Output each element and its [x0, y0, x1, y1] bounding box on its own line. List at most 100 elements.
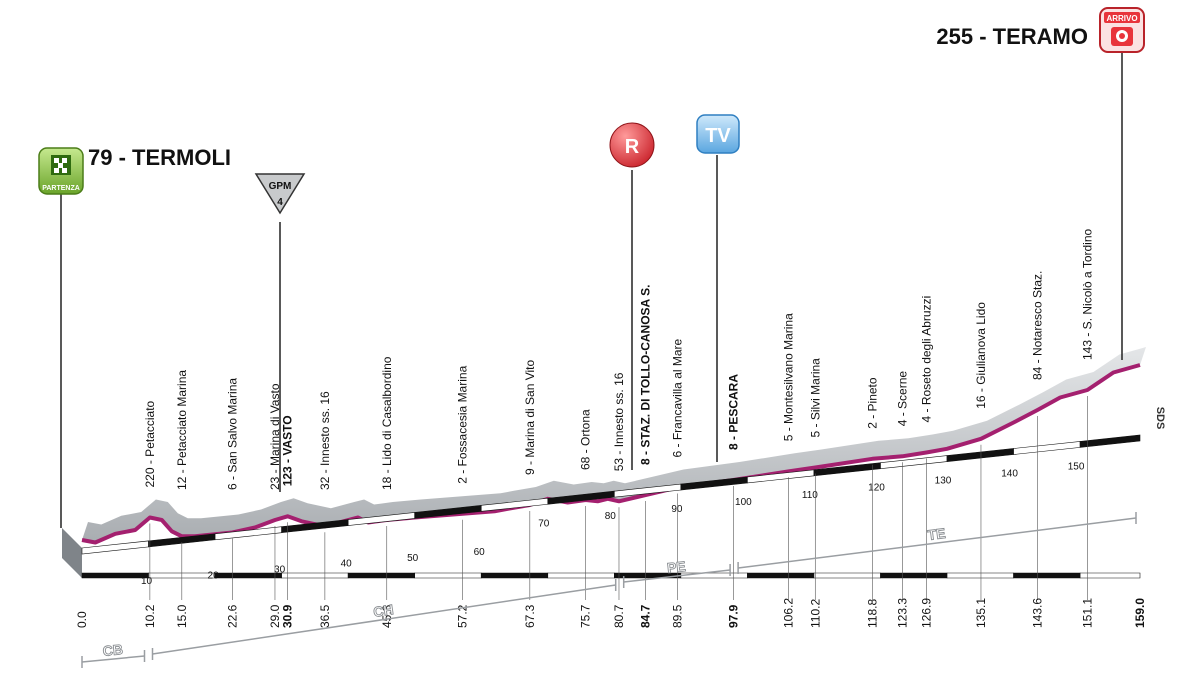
x-tick-label: 140: [1001, 469, 1018, 480]
place-name: 84 - Notaresco Staz.: [1031, 271, 1045, 380]
place-name: 6 - Francavilla al Mare: [671, 338, 685, 457]
start-label: 79 - TERMOLI: [88, 145, 231, 170]
start-marker: PARTENZA 79 - TERMOLI: [38, 145, 231, 528]
scale-segment-lower: [813, 572, 881, 579]
refreshment-ball: [609, 122, 655, 168]
place-km: 67.3: [523, 604, 537, 628]
place-km: 110.2: [808, 599, 822, 628]
start-badge: PARTENZA: [38, 147, 84, 195]
gpm-category: 4: [277, 197, 283, 208]
place-name: 4 - Roseto degli Abruzzi: [919, 296, 933, 423]
finish-badge-text: ARRIVO: [1106, 14, 1137, 23]
finish-marker: ARRIVO 255 - TERAMO: [936, 7, 1145, 360]
place-km: 75.7: [579, 604, 593, 628]
place-name: 4 - Scerne: [895, 371, 909, 427]
region-bands: CB CH PE TE: [81, 512, 1137, 668]
place-name: 53 - Innesto ss. 16: [612, 372, 626, 471]
scale-segment-lower: [214, 572, 282, 579]
place-km: 22.6: [225, 604, 239, 628]
x-tick-label: 150: [1068, 461, 1085, 472]
place-km: 0.0: [75, 611, 89, 628]
x-tick-label: 80: [605, 511, 617, 522]
tv-badge: [696, 114, 740, 154]
x-tick-label: 60: [474, 547, 486, 558]
place-name: 5 - Silvi Marina: [808, 358, 822, 438]
place-name: 12 - Petacciato Marina: [175, 370, 189, 490]
place-name: 220 - Petacciato: [143, 400, 157, 487]
place-km: 97.9: [726, 604, 740, 628]
region-label: TE: [927, 525, 947, 543]
place-name: 123 - VASTO: [281, 415, 295, 486]
x-tick-label: 30: [274, 565, 286, 576]
scale-segment-lower: [880, 572, 948, 579]
start-badge-text: PARTENZA: [42, 185, 80, 192]
x-tick-label: 90: [671, 504, 683, 515]
place-km: 151.1: [1080, 598, 1094, 628]
x-tick-label: 10: [141, 576, 153, 587]
refreshment-label: R: [625, 136, 640, 158]
region-label: CB: [102, 641, 124, 659]
place-km: 80.7: [612, 604, 626, 628]
stage-signs: PARTENZA 79 - TERMOLI ARRIVO 255 - TERAM…: [38, 7, 1145, 528]
scale-segment-lower: [747, 572, 815, 579]
place-km: 143.6: [1031, 598, 1045, 628]
place-km: 123.3: [895, 598, 909, 628]
place-name: 8 - PESCARA: [726, 374, 740, 450]
scale-segment-lower: [946, 572, 1014, 579]
scale-segment-upper: [1079, 434, 1141, 448]
scale-segment-lower: [547, 572, 615, 579]
place-labels: 0.0 10.2 220 - Petacciato 15.0 12 - Petaccia…: [75, 228, 1147, 628]
terrain-left-edge: [62, 528, 82, 578]
region-band-line: [623, 569, 731, 583]
x-tick-label: 120: [868, 483, 885, 494]
terrain-side-face: [62, 365, 1140, 575]
scale-segment-lower: [414, 572, 482, 579]
region-label: CH: [372, 601, 394, 620]
x-tick-label: 40: [341, 559, 353, 570]
place-km: 135.1: [974, 598, 988, 628]
place-km: 15.0: [175, 604, 189, 628]
region-label: PE: [666, 558, 686, 576]
place-km: 57.2: [456, 604, 470, 628]
place-name: 16 - Giulianova Lido: [974, 302, 988, 409]
place-name: 18 - Lido di Casalbordino: [380, 356, 394, 490]
place-km: 45.8: [380, 604, 394, 628]
place-km: 89.5: [671, 604, 685, 628]
x-tick-label: 100: [735, 497, 752, 508]
place-name: 2 - Pineto: [866, 377, 880, 429]
place-name: 32 - Innesto ss. 16: [318, 391, 332, 490]
place-name: 23 - Marina di Vasto: [268, 383, 282, 490]
scale-segment-lower: [1013, 572, 1081, 579]
x-tick-label: 20: [208, 570, 220, 581]
place-name: 9 - Marina di San Vito: [523, 360, 537, 475]
region-band-line: [81, 655, 145, 663]
x-tick-label: 110: [802, 490, 818, 501]
scale-segment-lower: [1079, 572, 1141, 579]
place-name: 68 - Ortona: [579, 409, 593, 470]
refreshment-marker: R: [609, 122, 655, 470]
place-km: 10.2: [143, 604, 157, 628]
finish-label: 255 - TERAMO: [936, 24, 1088, 49]
place-km: 106.2: [782, 598, 796, 628]
tv-label: TV: [705, 125, 731, 147]
gpm-triangle: [254, 173, 306, 215]
place-name: 5 - Montesilvano Marina: [782, 313, 796, 441]
place-km: 36.5: [318, 604, 332, 628]
place-km: 29.0: [268, 604, 282, 628]
scale-segment-lower: [81, 572, 149, 579]
scale-label: SDS: [1154, 407, 1166, 430]
tv-marker: TV: [696, 114, 740, 462]
place-name: 6 - San Salvo Marina: [225, 378, 239, 490]
x-tick-label: 70: [538, 518, 550, 529]
place-km: 126.9: [919, 598, 933, 628]
scale-segment-lower: [347, 572, 416, 579]
x-tick-label: 130: [935, 476, 952, 487]
gpm-label: GPM: [269, 181, 292, 192]
finish-badge: ARRIVO: [1099, 7, 1145, 53]
place-km: 159.0: [1133, 598, 1147, 628]
place-km: 30.9: [281, 604, 295, 628]
region-band-line: [738, 517, 1137, 569]
scale-segment-lower: [281, 572, 349, 579]
